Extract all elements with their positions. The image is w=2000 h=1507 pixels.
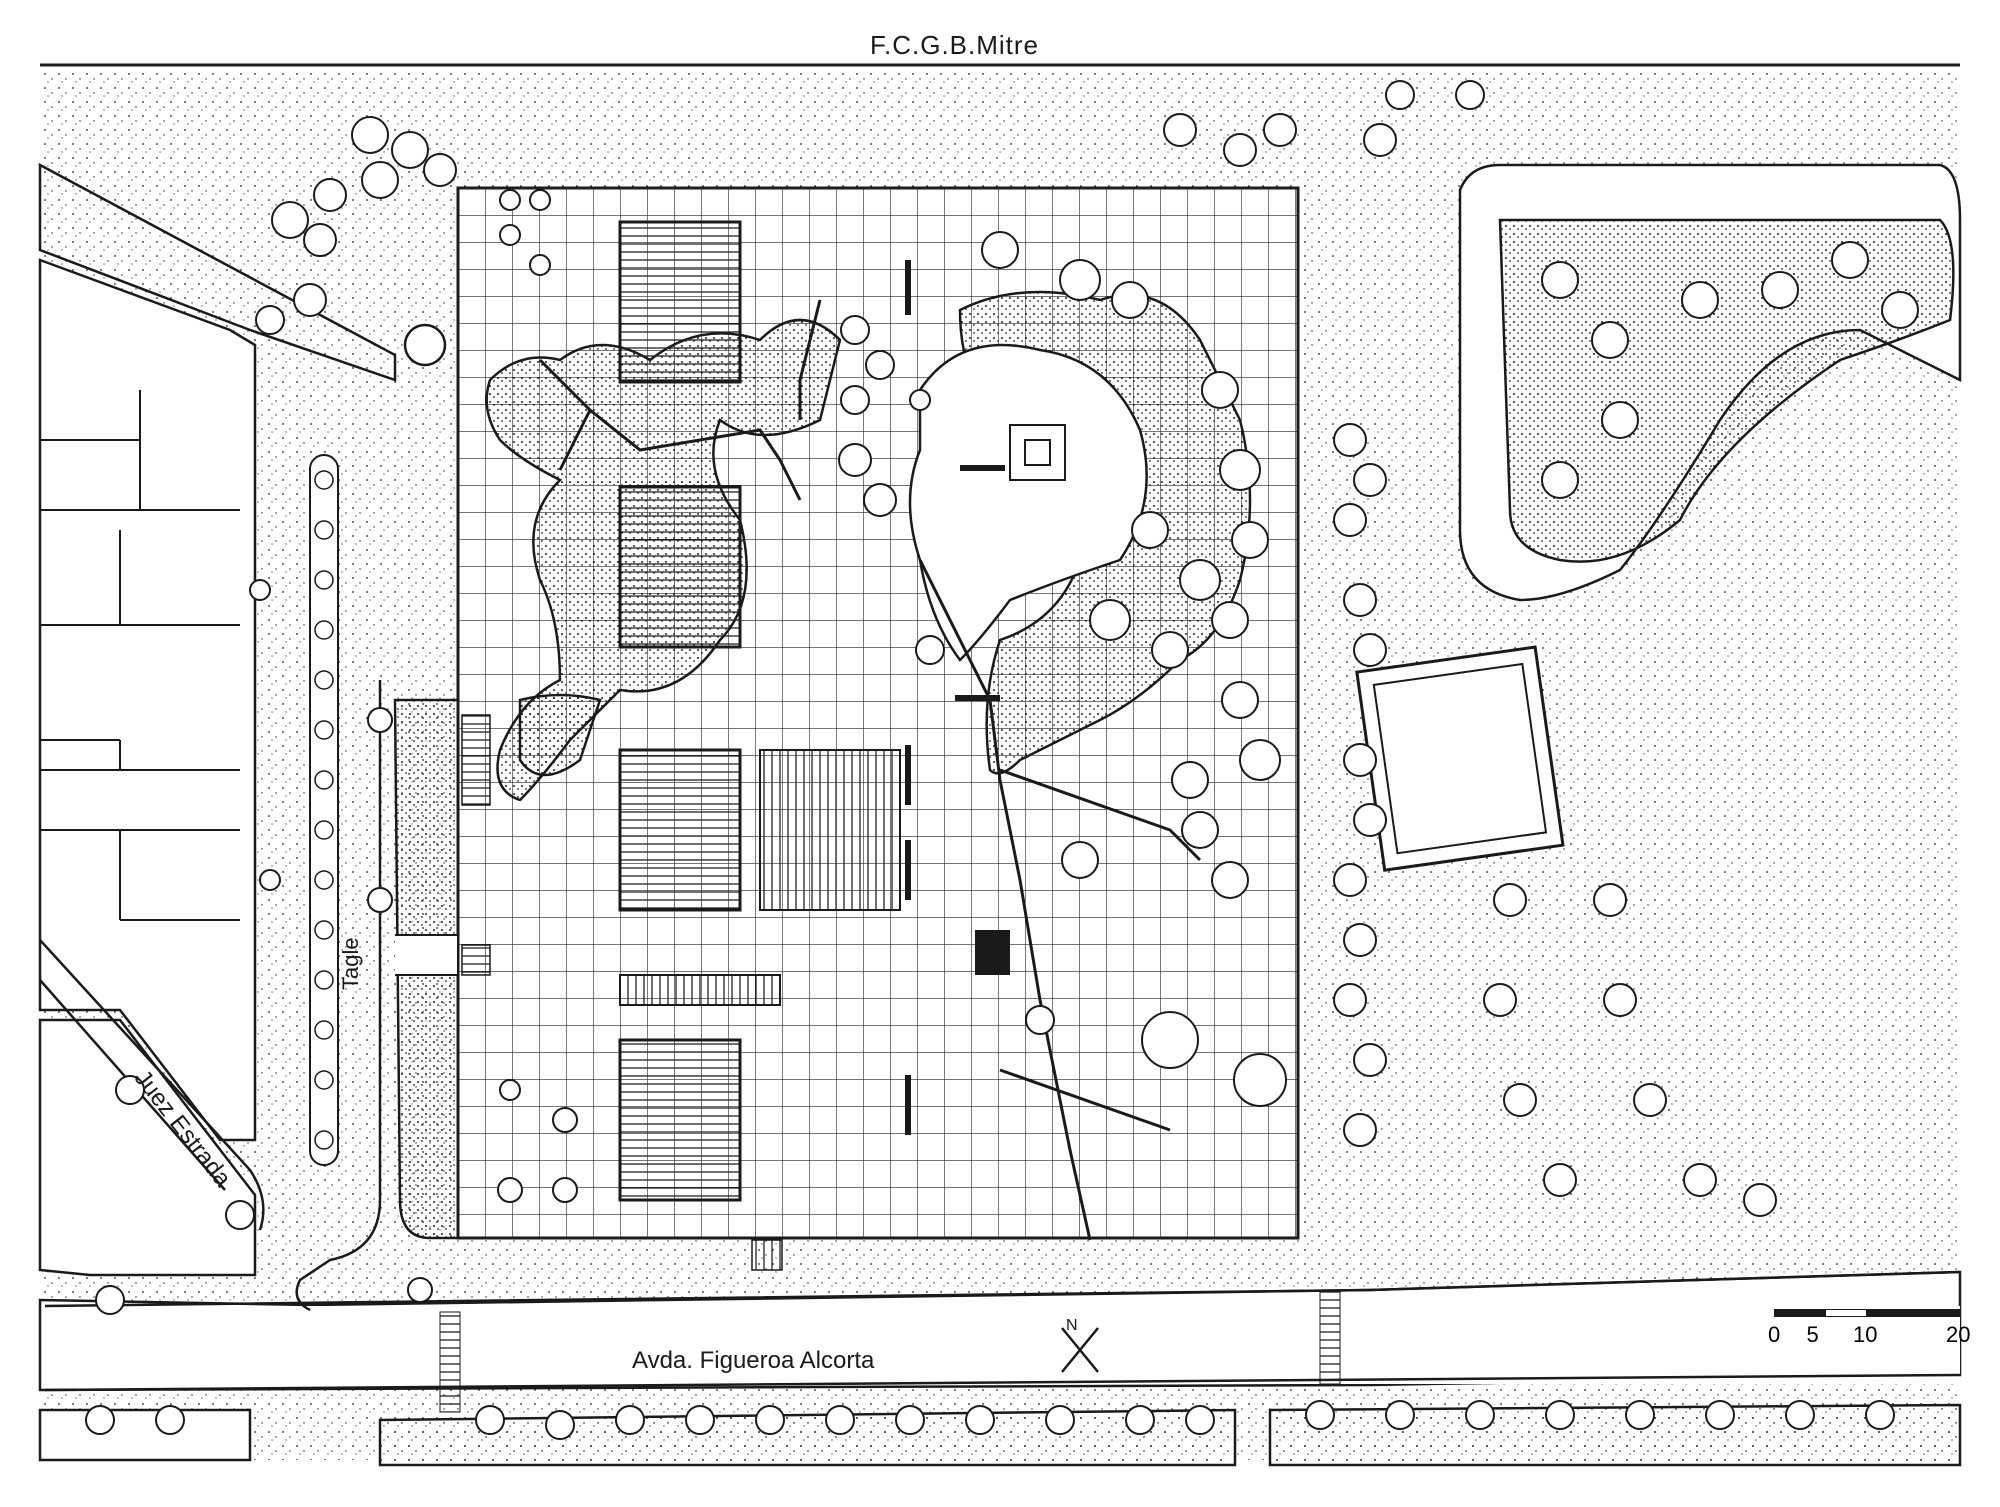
east-pavilion [1355,645,1565,872]
scale-tick: 5 [1806,1322,1819,1347]
west-steps-lower [461,944,491,976]
scale-bar-ticks: 0 5 10 20 [1768,1322,1971,1352]
avenue-edge-north [44,1270,1961,1308]
tagle-median [309,454,339,1166]
scale-tick: 10 [1853,1322,1878,1347]
railway-label: F.C.G.B.Mitre [870,30,1040,60]
tagle-median-trees [314,470,334,1150]
north-letter: N [1066,1317,1078,1334]
plaza-bench-row [619,974,781,1006]
fountain-circle [403,323,447,367]
plaza-step-bed [759,749,901,911]
scale-bar [1774,1309,1960,1317]
left-block-lines [40,390,240,921]
south-steps [751,1239,783,1271]
plaza-lawn-beds [618,220,742,1202]
central-pond [908,343,1148,662]
street-label-tagle: Tagle [338,937,363,990]
scale-tick: 20 [1946,1322,1971,1347]
garden-paths [538,299,1202,1241]
east-park-garden [1498,218,1955,563]
wall-markers [905,260,1010,1135]
kiosks [497,189,931,1203]
west-approach-path [395,934,459,976]
avenue-surface [45,1306,1960,1384]
west-steps-upper [461,714,491,806]
east-trees [1163,80,1919,1217]
scale-tick: 0 [1768,1322,1781,1347]
tagle-curb [295,680,382,1312]
crosswalk-east [1319,1291,1341,1385]
avenue-label: Avda. Figueroa Alcorta [632,1347,875,1374]
avenue-edge-south [44,1373,1961,1392]
crosswalk-west [439,1311,461,1413]
south-row-trees [85,1400,1895,1440]
plaza-trees [915,231,1287,1107]
north-arrow-icon [1061,1327,1099,1373]
northwest-trees [95,116,457,1315]
pond-pavilion [1024,439,1051,466]
